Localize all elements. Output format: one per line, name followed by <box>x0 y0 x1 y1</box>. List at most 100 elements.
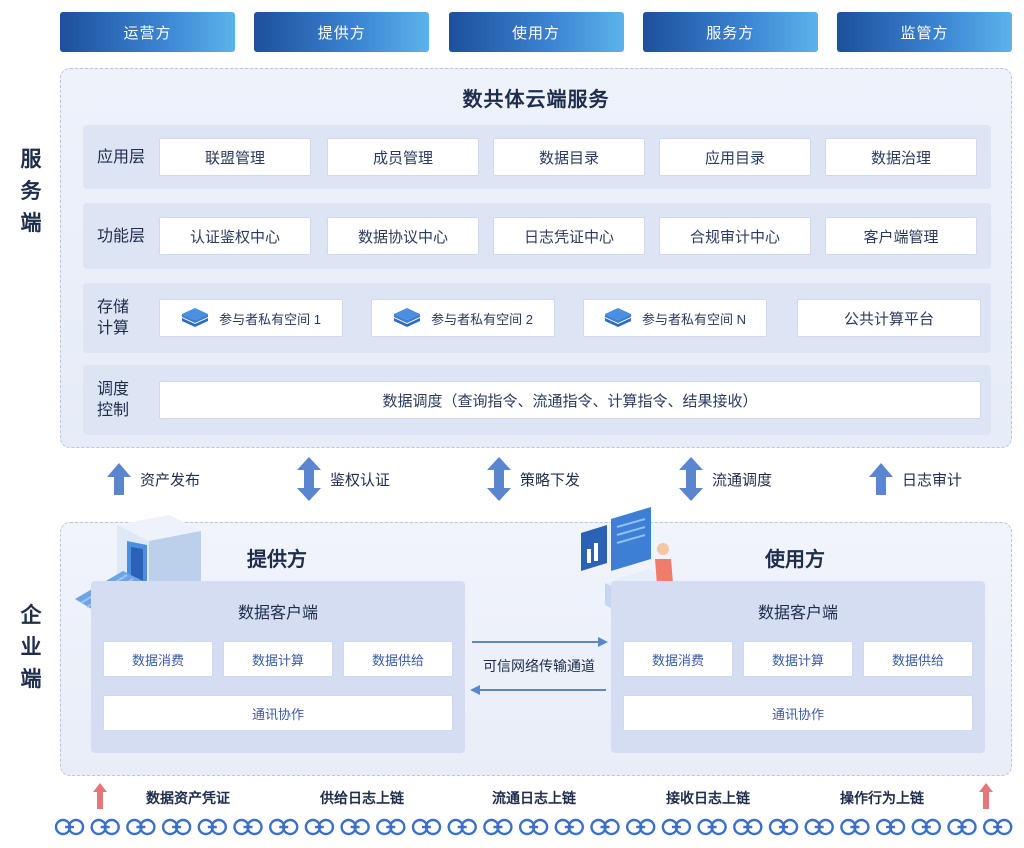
chain-label: 数据资产凭证 <box>146 790 230 806</box>
func-item-audit: 合规审计中心 <box>659 217 811 255</box>
public-compute-platform: 公共计算平台 <box>797 299 981 337</box>
chain-link-icon <box>54 818 85 836</box>
side-label-char: 务 <box>20 180 42 203</box>
arrow-updown-icon <box>487 457 511 501</box>
flow-label: 策略下发 <box>520 471 581 489</box>
role-tabs: 运营方 提供方 使用方 服务方 监管方 <box>60 12 1012 52</box>
private-space-2: 参与者私有空间 2 <box>371 299 555 337</box>
blockchain-links <box>54 818 1013 836</box>
private-space-1: 参与者私有空间 1 <box>159 299 343 337</box>
consumer-data-compute: 数据计算 <box>743 641 853 677</box>
enterprise-box: 提供方 使用方 数据客户端 数据消费 数据计算 数据供给 通讯协作 数据客户端 … <box>60 507 1012 776</box>
role-tab-operator: 运营方 <box>60 12 235 52</box>
chain-link-icon <box>161 818 192 836</box>
chain-link-icon <box>983 818 1013 836</box>
chain-link-icon <box>661 818 692 836</box>
private-space-n: 参与者私有空间 N <box>583 299 767 337</box>
chain-link-icon <box>804 818 834 836</box>
channel-label: 可信网络传输通道 <box>483 658 595 674</box>
layer-label-line: 存储 <box>97 299 130 316</box>
function-layer: 功能层 认证鉴权中心 数据协议中心 日志凭证中心 合规审计中心 客户端管理 <box>83 203 991 269</box>
consumer-title: 使用方 <box>765 549 825 571</box>
chain-link-icon <box>840 818 870 836</box>
chain-labels: 数据资产凭证 供给日志上链 流通日志上链 接收日志上链 操作行为上链 <box>60 788 1012 812</box>
consumer-comm-collab: 通讯协作 <box>623 695 973 731</box>
flow-label: 鉴权认证 <box>330 471 391 489</box>
provider-comm-collab: 通讯协作 <box>103 695 453 731</box>
client-title: 数据客户端 <box>237 605 318 622</box>
side-label-char: 端 <box>20 668 42 691</box>
chain-link-icon <box>697 818 727 836</box>
chain-label: 供给日志上链 <box>320 790 404 806</box>
layer-label-line: 计算 <box>97 320 130 337</box>
service-title: 数共体云端服务 <box>462 89 610 111</box>
client-title: 数据客户端 <box>757 605 838 622</box>
role-tab-provider: 提供方 <box>254 12 430 52</box>
cloud-service-box: 数共体云端服务 应用层 联盟管理 成员管理 数据目录 应用目录 数据治理 功能层… <box>60 68 1012 448</box>
flow-auth: 鉴权认证 <box>296 454 390 504</box>
arrow-updown-icon <box>297 457 321 501</box>
flow-asset-publish: 资产发布 <box>106 454 200 504</box>
private-space-label: 参与者私有空间 1 <box>219 311 321 327</box>
chain-link-icon <box>554 818 584 836</box>
side-label-char: 企 <box>20 604 42 627</box>
layer-label: 应用层 <box>97 148 146 166</box>
layer-label: 调度 控制 <box>97 365 129 435</box>
data-scheduling: 数据调度（查询指令、流通指令、计算指令、结果接收） <box>159 381 981 419</box>
layer-label: 存储 计算 <box>97 283 129 353</box>
app-item-governance: 数据治理 <box>825 138 977 176</box>
layer-label-line: 控制 <box>97 402 130 419</box>
consumer-data-supply: 数据供给 <box>863 641 973 677</box>
private-space-label: 参与者私有空间 2 <box>431 311 533 327</box>
chain-link-icon <box>447 818 477 836</box>
layers-icon <box>182 308 209 327</box>
chain-link-icon <box>911 818 941 836</box>
private-space-label: 参与者私有空间 N <box>641 311 746 327</box>
chain-link-icon <box>197 818 228 836</box>
app-item-members: 成员管理 <box>327 138 479 176</box>
channel-arrows <box>470 637 608 695</box>
chain-link-icon <box>483 818 513 836</box>
flow-label: 流通调度 <box>712 471 773 489</box>
flow-circulation: 流通调度 <box>678 454 772 504</box>
chain-link-icon <box>875 818 906 836</box>
chain-link-icon <box>376 818 406 836</box>
role-tab-regulator: 监管方 <box>837 12 1012 52</box>
flow-log-audit: 日志审计 <box>868 454 962 504</box>
arrow-up-red-icon <box>93 783 107 809</box>
app-item-alliance: 联盟管理 <box>159 138 311 176</box>
chain-link-icon <box>268 818 299 836</box>
flow-arrows: 资产发布 鉴权认证 策略下发 流通调度 日志审计 <box>60 454 1012 504</box>
consumer-client-panel: 数据客户端 数据消费 数据计算 数据供给 通讯协作 <box>611 581 985 753</box>
side-label-service: 服 务 端 <box>14 144 48 240</box>
layers-icon <box>604 308 631 327</box>
chain-label: 流通日志上链 <box>492 790 576 806</box>
flow-label: 日志审计 <box>902 471 963 489</box>
func-item-log: 日志凭证中心 <box>493 217 645 255</box>
schedule-control-layer: 调度 控制 数据调度（查询指令、流通指令、计算指令、结果接收） <box>83 365 991 435</box>
side-label-char: 服 <box>20 148 42 171</box>
arrow-up-icon <box>869 463 893 495</box>
provider-data-supply: 数据供给 <box>343 641 453 677</box>
arrow-up-icon <box>107 463 131 495</box>
side-label-char: 端 <box>20 212 42 235</box>
arrow-up-red-icon <box>979 783 993 809</box>
chain-link-icon <box>90 818 120 836</box>
storage-compute-layer: 存储 计算 参与者私有空间 1 参与者私有空间 2 <box>83 283 991 353</box>
chain-link-icon <box>590 818 620 836</box>
func-item-auth: 认证鉴权中心 <box>159 217 311 255</box>
chain-label: 接收日志上链 <box>666 790 750 806</box>
func-item-client-mgmt: 客户端管理 <box>825 217 977 255</box>
app-item-app-catalog: 应用目录 <box>659 138 811 176</box>
chain-link-icon <box>304 818 335 836</box>
consumer-data-consume: 数据消费 <box>623 641 733 677</box>
app-item-data-catalog: 数据目录 <box>493 138 645 176</box>
provider-title: 提供方 <box>247 549 307 571</box>
side-label-enterprise: 企 业 端 <box>14 600 48 696</box>
chain-link-icon <box>626 818 656 836</box>
flow-policy: 策略下发 <box>486 454 580 504</box>
side-label-char: 业 <box>20 636 42 659</box>
chain-link-icon <box>768 818 799 836</box>
chain-link-icon <box>411 818 442 836</box>
chain-link-icon <box>340 818 370 836</box>
